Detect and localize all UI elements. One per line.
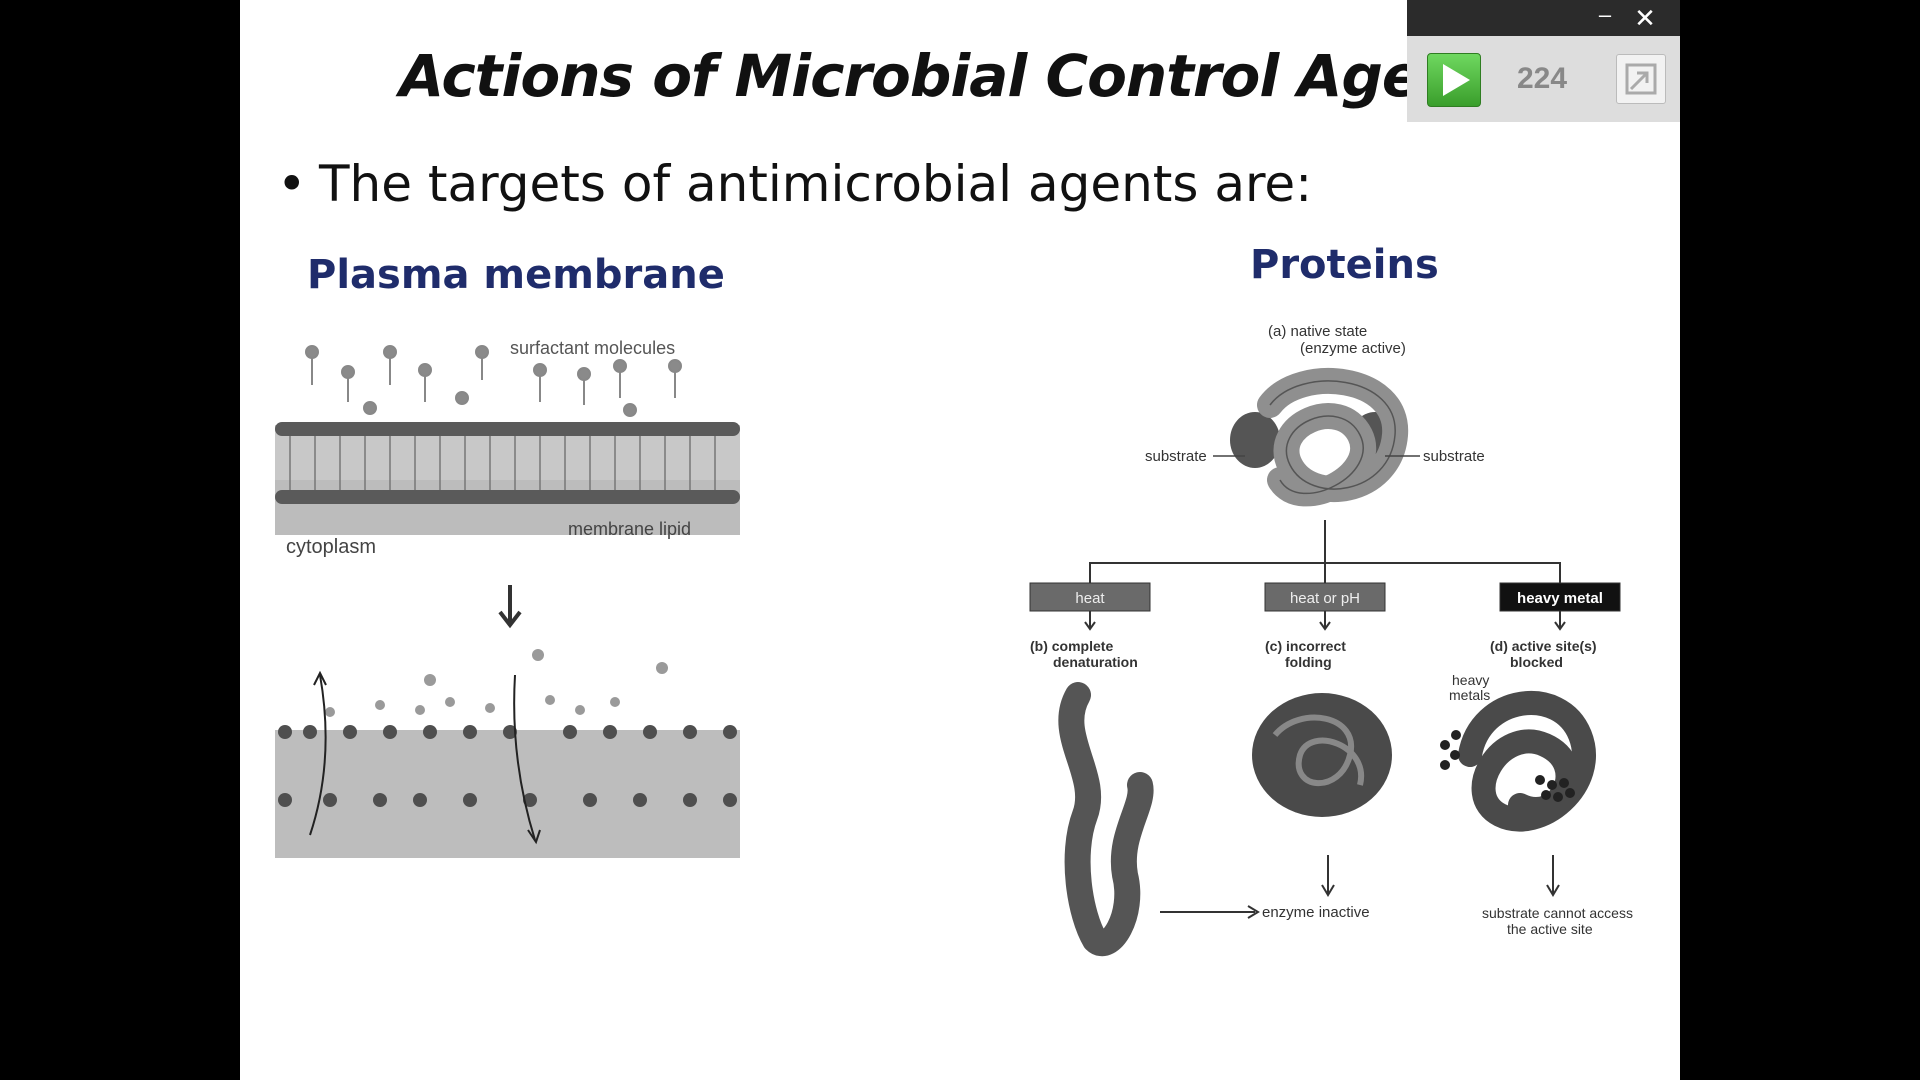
d-label-2: blocked — [1510, 654, 1563, 670]
b-label-2: denaturation — [1053, 654, 1138, 670]
substrate-cannot-label-2: the active site — [1507, 921, 1593, 937]
heavy-metals-label-1: heavy — [1452, 672, 1489, 688]
bullet-icon: • — [277, 155, 307, 213]
proteins-heading: Proteins — [1250, 242, 1439, 288]
protein-diagram: (a) native state (enzyme active) substra… — [1029, 323, 1633, 957]
membrane-lipid-label: membrane lipid — [568, 519, 691, 539]
leak-arrows — [309, 670, 541, 845]
b-label-1: (b) complete — [1030, 638, 1113, 654]
heavy-metal-box: heavy metal — [1499, 582, 1621, 612]
player-titlebar[interactable]: – ✕ — [1407, 0, 1680, 36]
player-overlay: – ✕ 224 — [1407, 0, 1680, 122]
native-protein — [1230, 368, 1409, 507]
expand-icon — [1625, 63, 1657, 95]
heavy-metals-label-2: metals — [1449, 687, 1490, 703]
surfactant-label: surfactant molecules — [510, 338, 675, 358]
slide: Actions of Microbial Control Agents •The… — [240, 0, 1680, 1080]
down-arrow-icon — [498, 585, 522, 629]
expand-button[interactable] — [1616, 54, 1666, 104]
close-button[interactable]: ✕ — [1634, 3, 1656, 33]
plasma-membrane-heading: Plasma membrane — [307, 252, 725, 298]
heat-ph-box: heat or pH — [1264, 582, 1386, 612]
substrate-right-label: substrate — [1423, 448, 1485, 465]
d-label-1: (d) active site(s) — [1490, 638, 1597, 654]
enzyme-inactive-label: enzyme inactive — [1262, 904, 1370, 921]
svg-text:heat or pH: heat or pH — [1290, 590, 1360, 607]
bullet-point: •The targets of antimicrobial agents are… — [277, 155, 1312, 213]
slide-counter: 224 — [1517, 62, 1568, 95]
c-label-1: (c) incorrect — [1265, 638, 1346, 654]
cytoplasm-label: cytoplasm — [286, 536, 376, 558]
heat-box: heat — [1029, 582, 1151, 612]
play-icon — [1443, 64, 1470, 96]
substrate-cannot-label-1: substrate cannot access — [1482, 905, 1633, 921]
minimize-button[interactable]: – — [1598, 2, 1612, 27]
denatured-protein — [1058, 682, 1154, 957]
svg-text:heat: heat — [1075, 590, 1105, 607]
membrane-diagram: surfactant molecules cytoplasm membrane … — [275, 338, 740, 858]
lipid-bilayer-bottom — [278, 725, 737, 807]
substrate-left-label: substrate — [1145, 448, 1207, 465]
lipid-bilayer-top — [275, 422, 740, 504]
slide-title: Actions of Microbial Control Agents — [399, 42, 1522, 110]
svg-text:heavy metal: heavy metal — [1517, 590, 1603, 607]
surfactant-molecules-top — [305, 345, 682, 417]
c-label-2: folding — [1285, 654, 1332, 670]
play-button[interactable] — [1427, 53, 1481, 107]
misfolded-protein — [1252, 693, 1392, 817]
enzyme-active-label: (enzyme active) — [1300, 340, 1406, 357]
native-state-label: (a) native state — [1268, 323, 1367, 340]
blocked-protein — [1440, 691, 1596, 832]
bullet-text: The targets of antimicrobial agents are: — [319, 155, 1313, 213]
